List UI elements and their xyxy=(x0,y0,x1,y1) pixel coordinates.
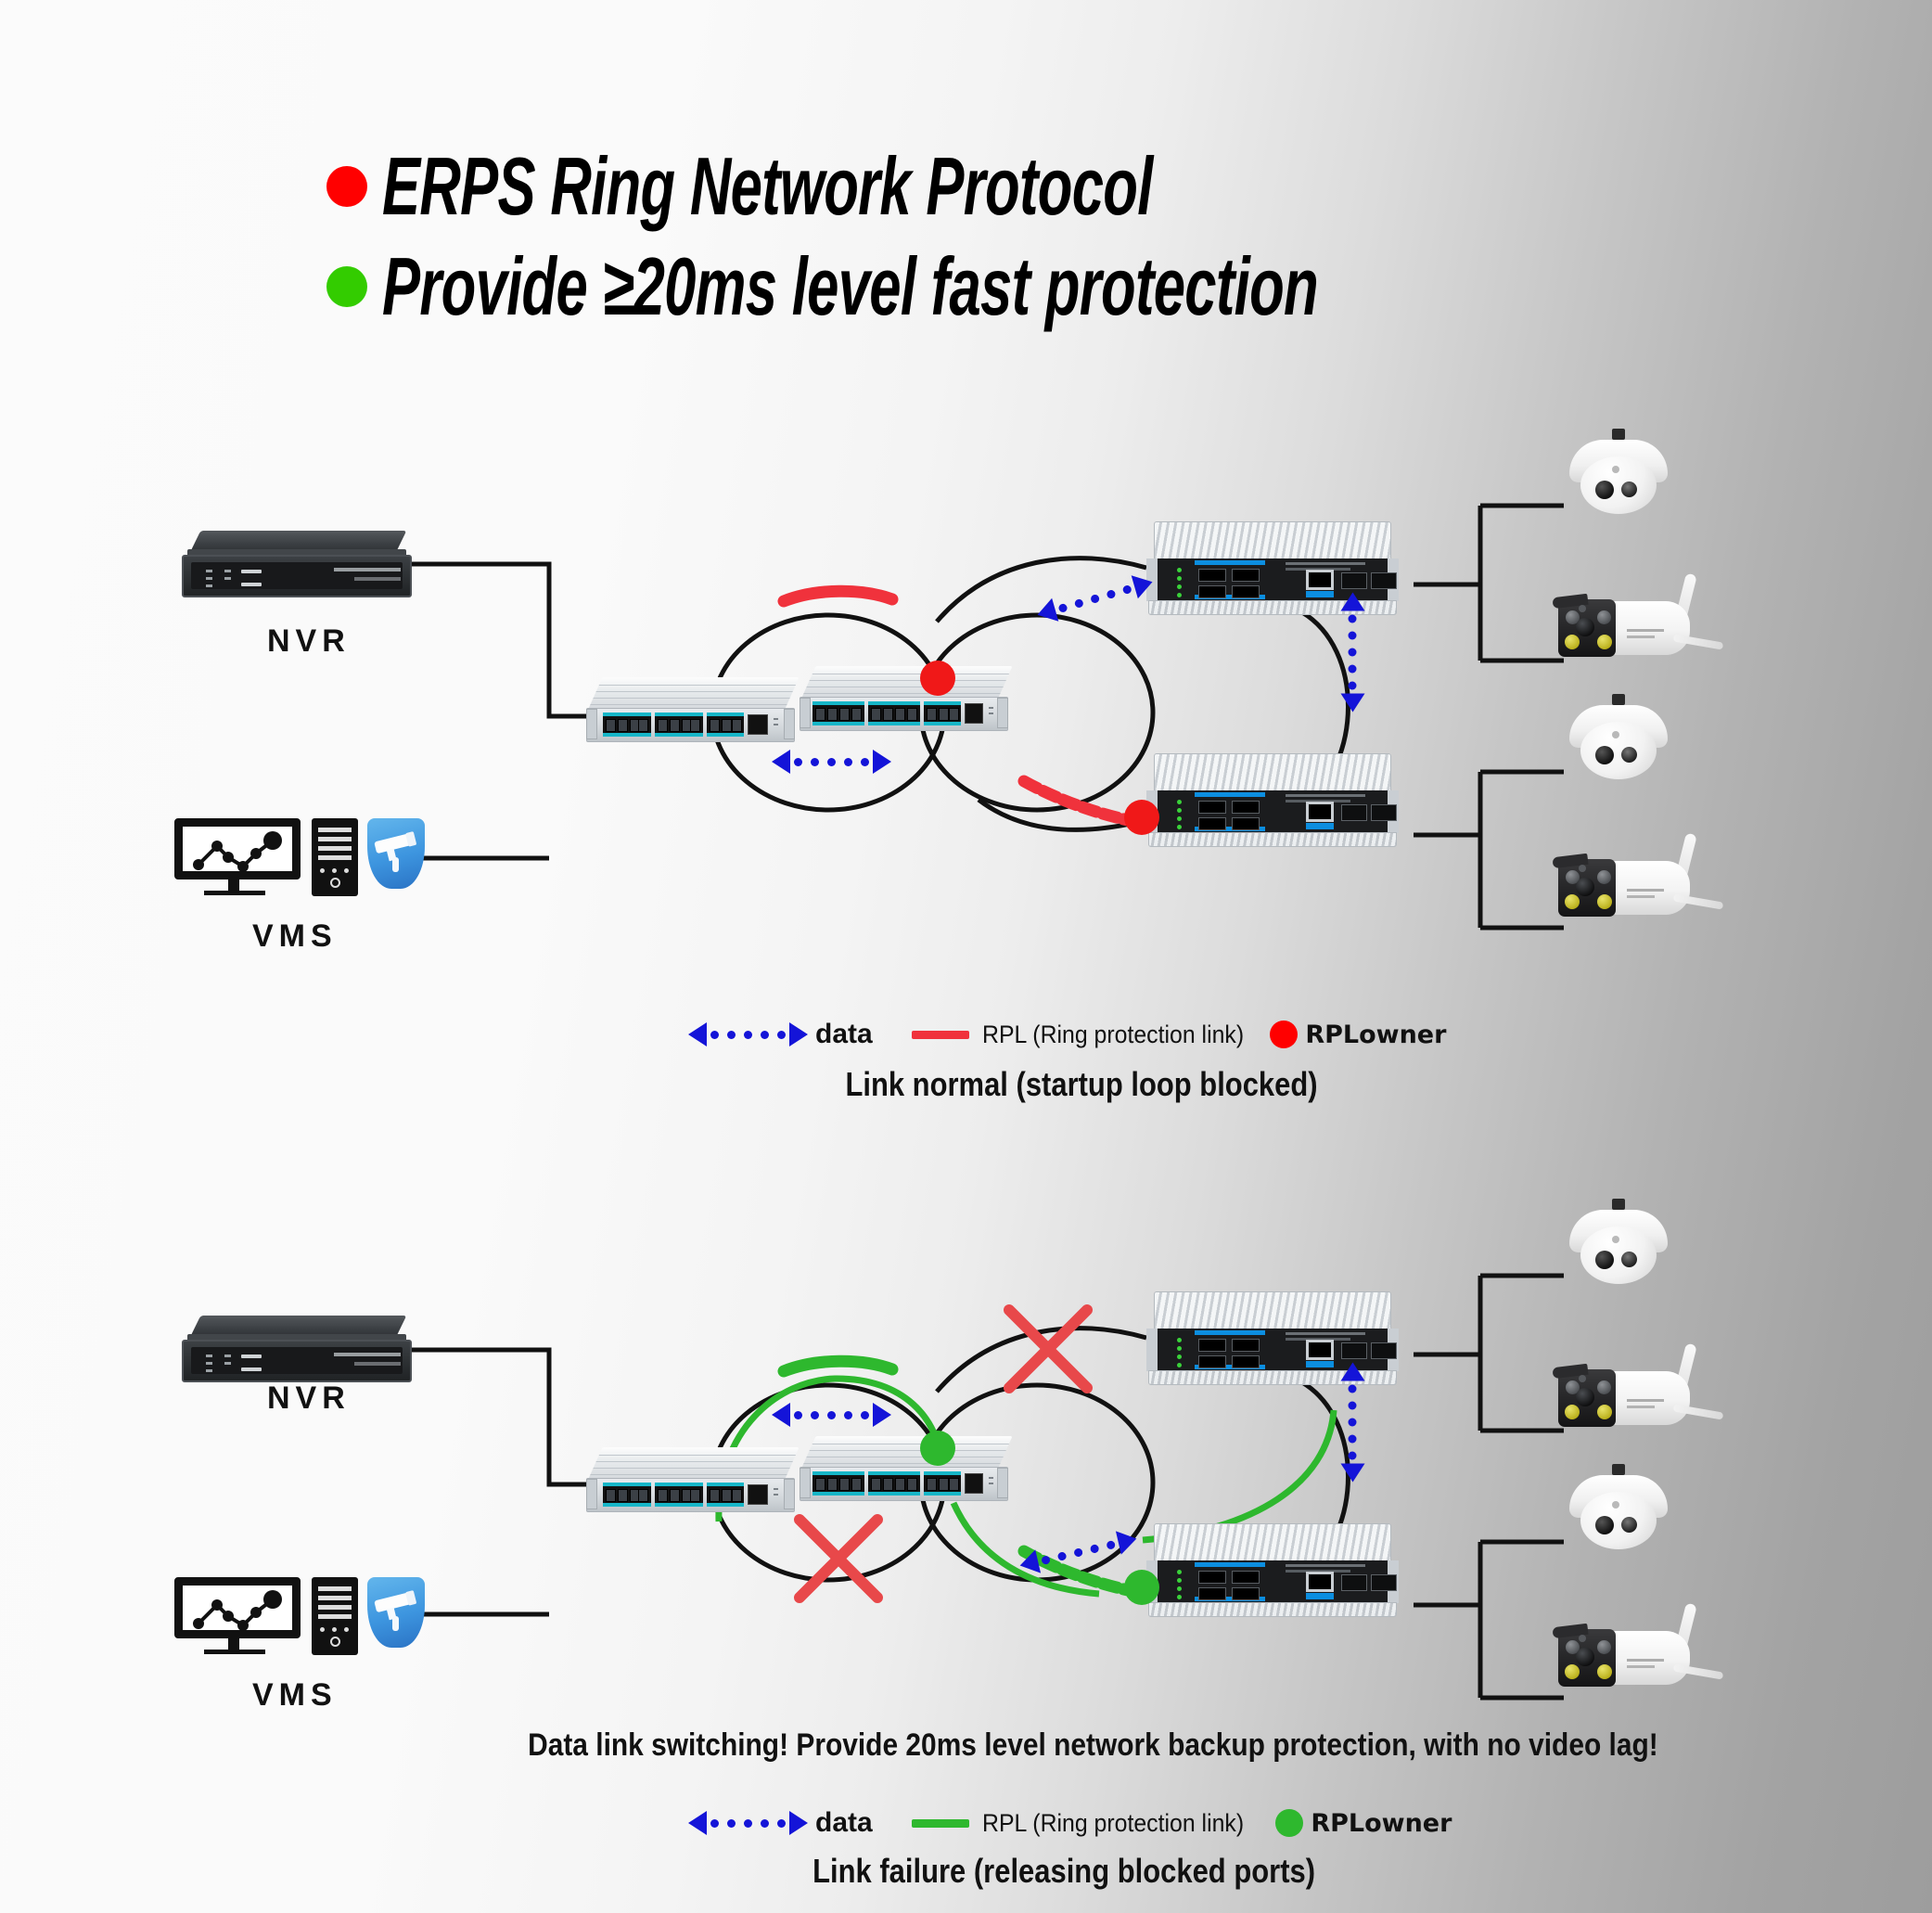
nvr-device-bottom xyxy=(182,1316,412,1382)
data-arrow-ring-top xyxy=(772,750,891,774)
bullet-camera-2 xyxy=(1551,832,1724,933)
red-bullet-icon xyxy=(326,166,367,207)
vms-label-top: VMS xyxy=(252,918,338,954)
vms-shield-camera-icon-bottom xyxy=(367,1577,425,1648)
title-line-1: ERPS Ring Network Protocol xyxy=(326,139,1719,234)
dome-camera-4 xyxy=(1564,1464,1673,1553)
legend-data-item-bottom: data xyxy=(688,1807,873,1839)
legend-bottom: data RPL (Ring protection link) RPLowner xyxy=(688,1807,1452,1839)
vms-label-bottom: VMS xyxy=(252,1677,338,1713)
data-arrow-vertical-top xyxy=(1340,592,1365,713)
legend-owner-label-top: RPLowner xyxy=(1305,1020,1447,1049)
vms-pc-icon xyxy=(312,818,358,896)
rack-switch-left-top xyxy=(586,677,800,742)
vms-group-top xyxy=(174,818,425,896)
vms-group-bottom xyxy=(174,1577,425,1655)
nvr-label-top: NVR xyxy=(267,623,351,659)
vms-shield-camera-icon xyxy=(367,818,425,889)
dome-camera-1 xyxy=(1564,429,1673,518)
industrial-switch-upper-bottom xyxy=(1146,1291,1399,1388)
legend-owner-item-bottom: RPLowner xyxy=(1275,1809,1452,1838)
caption-bottom: Link failure (releasing blocked ports) xyxy=(812,1852,1316,1890)
rack-switch-left-bottom xyxy=(586,1447,800,1512)
dome-camera-2 xyxy=(1564,694,1673,783)
nvr-label-bottom: NVR xyxy=(267,1380,351,1416)
title-block: ERPS Ring Network Protocol Provide ≥20ms… xyxy=(326,139,1719,334)
legend-rpl-line-bottom xyxy=(911,1818,969,1828)
rpl-owner-node-top-2 xyxy=(1124,800,1159,835)
legend-data-label-top: data xyxy=(815,1019,873,1049)
legend-owner-label-bottom: RPLowner xyxy=(1311,1808,1452,1838)
legend-data-label-bottom: data xyxy=(815,1807,873,1838)
vms-monitor-icon-bottom xyxy=(174,1577,301,1654)
dome-camera-3 xyxy=(1564,1199,1673,1288)
green-bullet-icon xyxy=(326,266,367,307)
bullet-camera-1 xyxy=(1551,572,1724,674)
legend-owner-dot-bottom xyxy=(1275,1809,1304,1837)
rpl-owner-node-bottom-1 xyxy=(920,1431,955,1466)
legend-rpl-line-top xyxy=(911,1030,969,1039)
data-arrow-ring-bottom xyxy=(772,1403,891,1427)
rpl-owner-node-bottom-2 xyxy=(1124,1570,1159,1605)
industrial-switch-upper-top xyxy=(1146,521,1399,618)
nvr-device-top xyxy=(182,531,412,597)
legend-rpl-label-bottom: RPL (Ring protection link) xyxy=(981,1808,1244,1837)
title-line-2-text: Provide ≥20ms level fast protection xyxy=(382,240,1319,332)
title-line-2: Provide ≥20ms level fast protection xyxy=(326,239,1719,334)
rack-switch-right-bottom xyxy=(800,1436,1013,1501)
data-arrow-upper-link-top xyxy=(1033,570,1157,627)
vms-pc-icon-bottom xyxy=(312,1577,358,1655)
industrial-switch-lower-top xyxy=(1146,753,1399,850)
rack-switch-right-top xyxy=(800,666,1013,731)
legend-rpl-label-top: RPL (Ring protection link) xyxy=(981,1020,1244,1048)
legend-owner-item-top: RPLowner xyxy=(1270,1021,1446,1049)
data-arrow-lower-link-bottom xyxy=(1017,1526,1140,1578)
title-line-1-text: ERPS Ring Network Protocol xyxy=(382,140,1153,232)
bullet-camera-4 xyxy=(1551,1602,1724,1703)
fault-x-lower xyxy=(794,1514,883,1603)
legend-rpl-item-bottom: RPL (Ring protection link) xyxy=(911,1808,1267,1838)
vms-monitor-icon xyxy=(174,818,301,895)
legend-data-item-top: data xyxy=(688,1019,873,1050)
caption-top: Link normal (startup loop blocked) xyxy=(845,1065,1318,1103)
fault-x-upper xyxy=(1004,1304,1093,1393)
legend-rpl-item-top: RPL (Ring protection link) xyxy=(911,1020,1267,1049)
bullet-camera-3 xyxy=(1551,1342,1724,1444)
data-arrow-vertical-bottom xyxy=(1340,1362,1365,1483)
banner-bottom: Data link switching! Provide 20ms level … xyxy=(528,1727,1658,1763)
legend-owner-dot-top xyxy=(1270,1021,1299,1048)
rpl-owner-node-top-1 xyxy=(920,661,955,696)
industrial-switch-lower-bottom xyxy=(1146,1523,1399,1620)
legend-top: data RPL (Ring protection link) RPLowner xyxy=(688,1019,1446,1050)
